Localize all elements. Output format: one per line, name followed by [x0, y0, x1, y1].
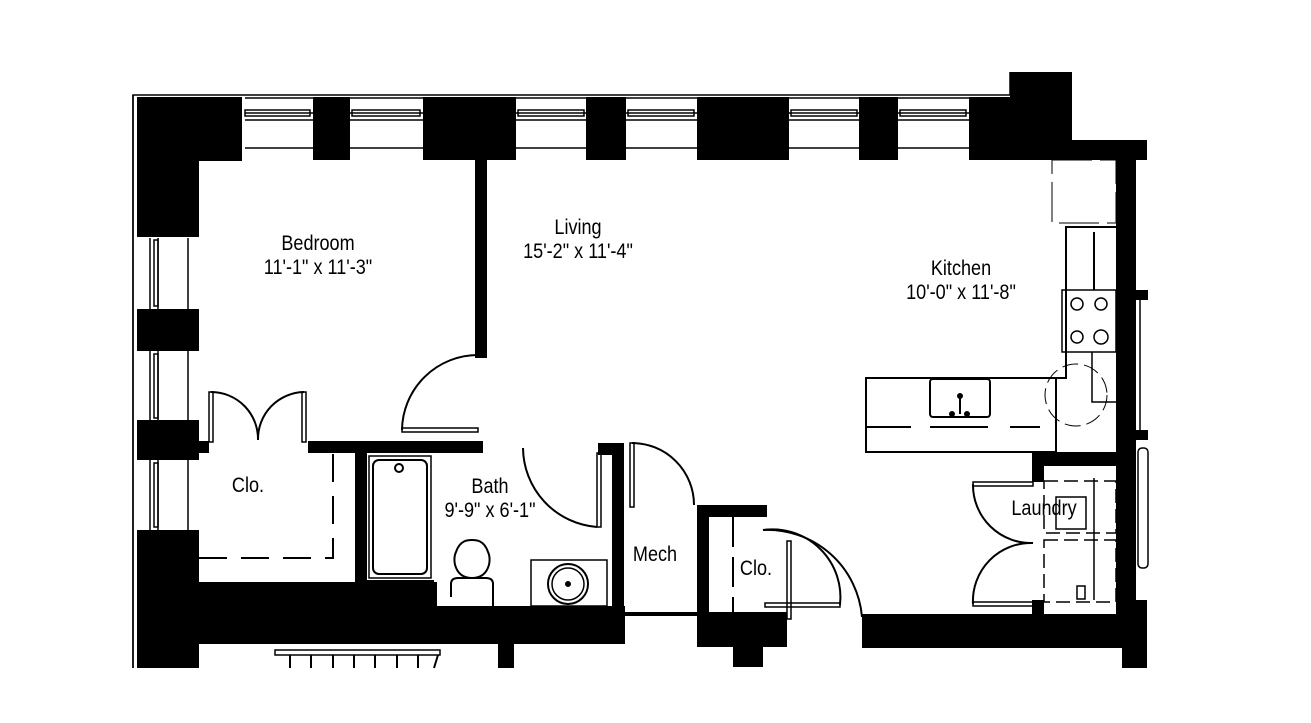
- counter-peninsula: [865, 377, 1057, 453]
- room-name: Mech: [632, 543, 678, 566]
- closet-shelf-line: [199, 452, 334, 559]
- balcony-rail: [274, 649, 441, 669]
- bathtub: [368, 455, 432, 579]
- room-dimensions: 9'-9" x 6'-1": [444, 499, 536, 522]
- fridge-space: [1051, 159, 1117, 224]
- room-dimensions: 15'-2" x 11'-4": [523, 240, 633, 263]
- vanity: [530, 559, 608, 607]
- toilet: [453, 538, 491, 580]
- room-name: Laundry: [1011, 497, 1077, 520]
- room-name: Clo.: [739, 557, 773, 580]
- room-label-hall-closet: Clo.: [732, 557, 780, 581]
- kitchen-sink: [929, 378, 991, 418]
- room-name: Bedroom: [281, 232, 355, 255]
- exterior-outline: [132, 72, 1011, 668]
- walls: [137, 72, 1148, 668]
- room-label-mech: Mech: [625, 543, 685, 567]
- room-name: Living: [554, 216, 602, 239]
- doors: [208, 354, 1034, 620]
- window-sashes: [153, 109, 967, 528]
- bath-fixtures: [368, 455, 608, 607]
- room-dimensions: 11'-1" x 11'-3": [263, 256, 373, 279]
- room-dimensions: 10'-0" x 11'-8": [906, 281, 1016, 304]
- room-label-living: Living 15'-2" x 11'-4": [509, 216, 647, 264]
- kitchen-fixtures: [865, 159, 1117, 453]
- left-windows: [149, 238, 189, 530]
- room-name: Kitchen: [930, 257, 992, 280]
- room-label-laundry: Laundry: [1005, 497, 1082, 521]
- room-name: Clo.: [231, 474, 265, 497]
- room-label-kitchen: Kitchen 10'-0" x 11'-8": [892, 257, 1030, 305]
- room-label-bedroom-closet: Clo.: [214, 474, 283, 498]
- room-label-bedroom: Bedroom 11'-1" x 11'-3": [249, 232, 387, 280]
- room-name: Bath: [471, 475, 509, 498]
- stove: [1061, 289, 1117, 353]
- dishwasher-swing: [1044, 363, 1108, 427]
- room-label-bath: Bath 9'-9" x 6'-1": [430, 475, 550, 523]
- laundry-fixtures: [1043, 478, 1117, 603]
- right-windows: [1137, 300, 1149, 569]
